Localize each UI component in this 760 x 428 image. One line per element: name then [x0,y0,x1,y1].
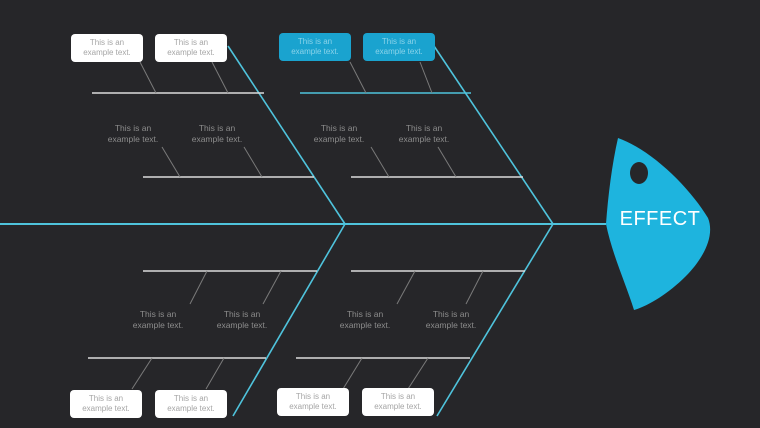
connector [189,270,208,305]
bone-top-left [227,45,346,225]
connector [407,357,429,390]
bone-bottom-left [232,223,346,417]
fish-head-icon [606,138,711,310]
connector [131,357,153,390]
connector [262,270,282,305]
fish-eye-icon [630,162,648,184]
connector [161,146,181,178]
connector [139,61,157,94]
connector [465,270,484,305]
bone-top-right [433,45,554,225]
connector [370,146,390,178]
connector [349,61,367,94]
connector [437,146,457,178]
bone-bottom-right [436,223,554,417]
connector [342,357,363,390]
effect-label: EFFECT [619,208,701,230]
connector [396,270,416,305]
connector [205,357,225,390]
connector [211,61,229,94]
connector [243,146,263,178]
connector [419,61,433,94]
